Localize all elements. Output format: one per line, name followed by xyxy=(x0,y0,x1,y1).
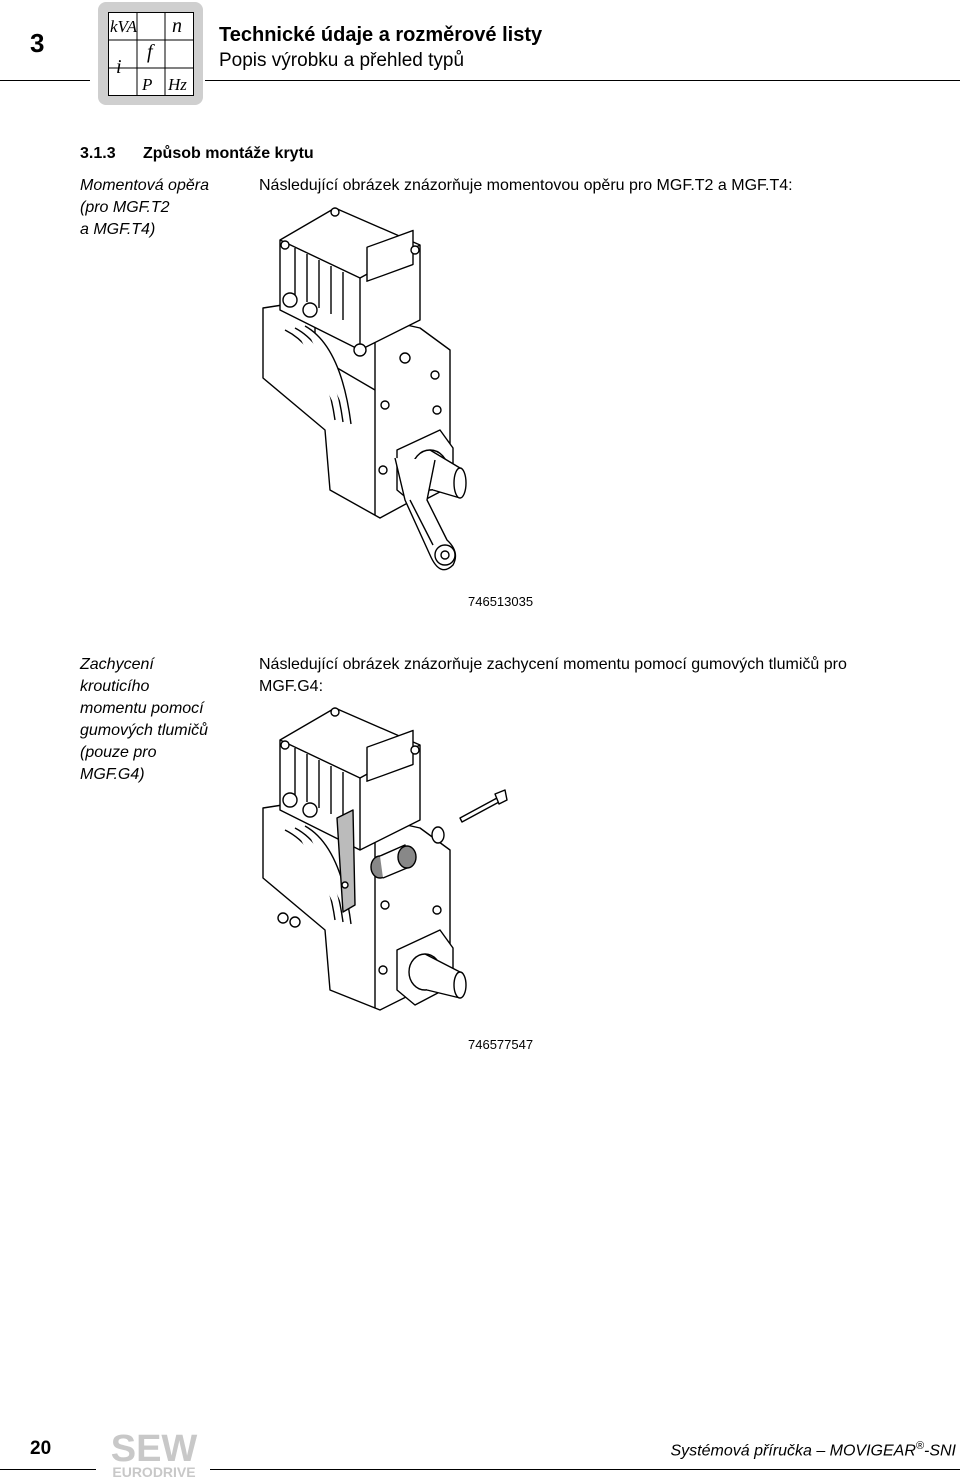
logo-n: n xyxy=(172,15,182,37)
logo-eurodrive-text: EURODRIVE xyxy=(112,1464,195,1479)
header-rule-right xyxy=(205,80,960,81)
side-label-torque-arm: Momentová opěra (pro MGF.T2 a MGF.T4) xyxy=(80,175,240,241)
page-title: Technické údaje a rozměrové listy xyxy=(219,24,543,46)
footer-rule-left xyxy=(0,1469,96,1470)
side-line: (pouze pro xyxy=(80,744,157,761)
logo-p: P xyxy=(141,75,152,94)
doc-prefix: Systémová příručka – MOVIGEAR xyxy=(670,1442,916,1460)
side-line: gumových tlumičů xyxy=(80,722,209,739)
side-line: a MGF.T4) xyxy=(80,221,156,238)
section-number: 3.1.3 xyxy=(80,145,116,162)
page-number: 20 xyxy=(30,1438,52,1459)
side-line: Zachycení xyxy=(80,656,154,673)
logo-hz: Hz xyxy=(167,75,187,94)
registered-mark: ® xyxy=(915,1440,924,1452)
logo-i: i xyxy=(116,56,122,78)
block2-text: Následující obrázek znázorňuje zachycení… xyxy=(259,654,959,698)
header-rule-left xyxy=(0,80,90,81)
side-line: momentu pomocí xyxy=(80,700,204,717)
doc-suffix: -SNI xyxy=(924,1442,956,1460)
chapter-number: 3 xyxy=(30,28,45,58)
logo-f: f xyxy=(147,41,155,63)
figure-id-2: 746577547 xyxy=(468,1037,534,1052)
side-line: Momentová opěra xyxy=(80,177,209,194)
block1-text: Následující obrázek znázorňuje momentovo… xyxy=(259,177,793,194)
section-title: Způsob montáže krytu xyxy=(143,145,314,162)
footer-rule-right xyxy=(210,1469,960,1470)
side-line: krouticího xyxy=(80,678,150,695)
chapter-logo-grid: kVA n f i P Hz xyxy=(108,12,194,96)
logo-kva: kVA xyxy=(110,17,138,36)
logo-sew-text: SEW xyxy=(111,1428,198,1470)
sew-eurodrive-logo: SEW EURODRIVE xyxy=(111,1428,198,1479)
text-line: MGF.G4: xyxy=(259,678,324,695)
side-line: (pro MGF.T2 xyxy=(80,199,170,216)
text-line: Následující obrázek znázorňuje zachycení… xyxy=(259,656,847,673)
page-subtitle: Popis výrobku a přehled typů xyxy=(219,50,465,71)
side-line: MGF.G4) xyxy=(80,766,145,783)
rubber-buffer-figure xyxy=(262,707,508,1011)
side-label-rubber-buffers: Zachycení krouticího momentu pomocí gumo… xyxy=(80,654,240,786)
torque-arm-figure xyxy=(262,207,467,571)
document-title: Systémová příručka – MOVIGEAR®-SNI xyxy=(670,1440,956,1460)
figure-id-1: 746513035 xyxy=(468,594,534,609)
